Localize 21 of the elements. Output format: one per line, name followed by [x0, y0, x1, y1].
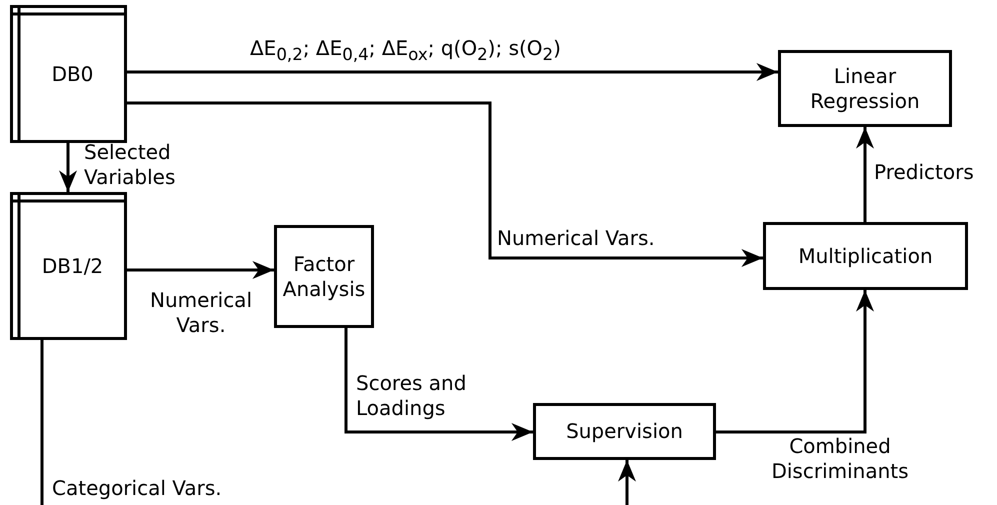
connector-line	[40, 340, 44, 505]
node-label: Linear Regression	[809, 64, 921, 114]
node-label: DB0	[50, 62, 94, 86]
arrow	[856, 127, 874, 222]
node-label: Supervision	[566, 419, 683, 444]
arrow	[716, 290, 874, 434]
arrow	[618, 460, 636, 505]
process-box	[778, 50, 952, 127]
node-label: DB1/2	[40, 254, 104, 278]
arrow	[127, 63, 778, 81]
process-box	[274, 225, 374, 328]
node-label: Factor Analysis	[282, 252, 366, 302]
database-table	[10, 192, 127, 340]
process-box	[533, 403, 716, 460]
arrow	[344, 328, 533, 441]
node-label: Multiplication	[798, 244, 933, 268]
process-box	[763, 222, 968, 290]
arrow	[127, 261, 274, 279]
arrow	[127, 102, 763, 267]
database-table	[10, 5, 127, 143]
arrow	[59, 143, 77, 192]
